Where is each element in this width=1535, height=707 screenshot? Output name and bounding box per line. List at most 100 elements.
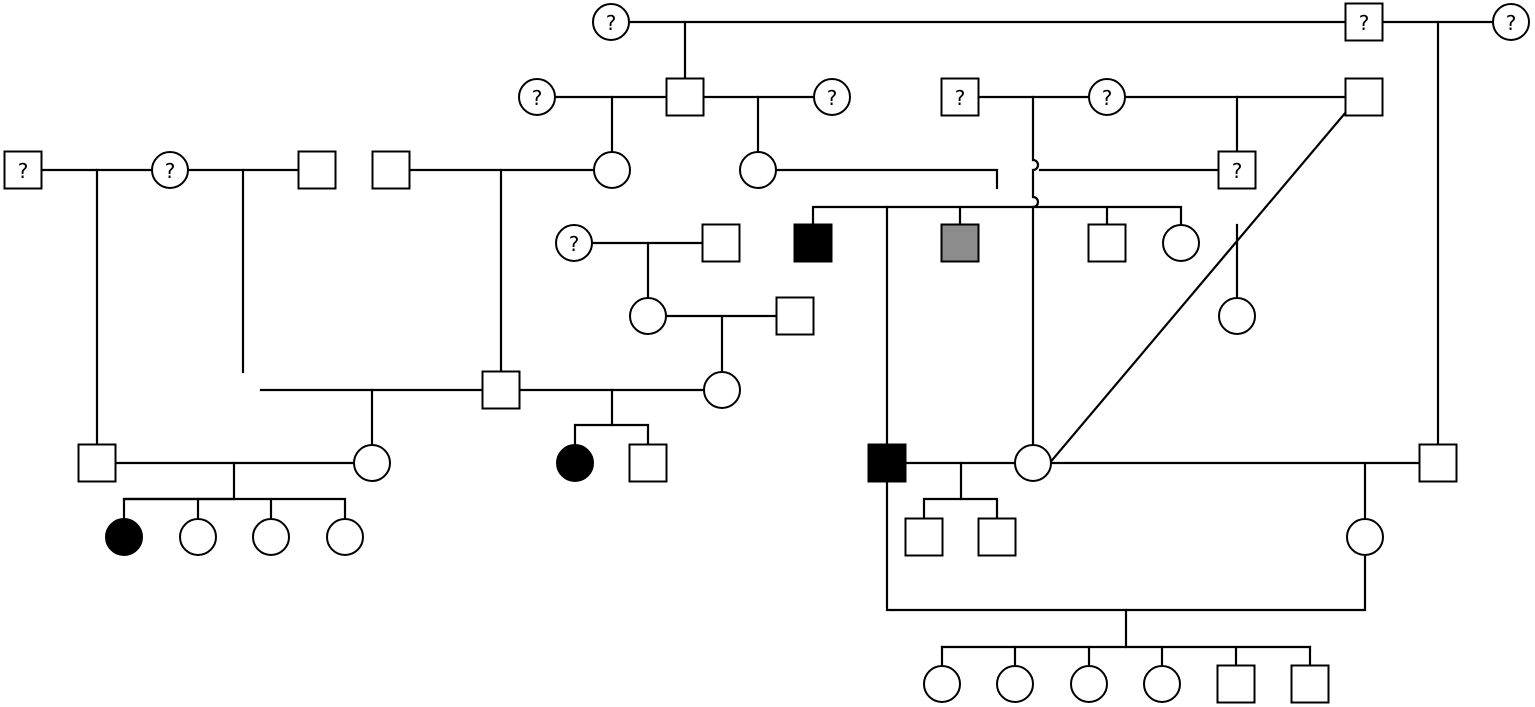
male-square <box>77 443 117 483</box>
individual-female-unknown: ? <box>592 3 630 41</box>
individual-male-unaffected <box>297 150 337 190</box>
female-circle <box>151 151 189 189</box>
male-square <box>940 223 980 263</box>
male-square <box>977 517 1017 557</box>
relationship-line <box>122 461 236 521</box>
unknown-status-mark: ? <box>18 159 29 183</box>
male-square <box>297 150 337 190</box>
individual-female-unknown: ? <box>151 151 189 189</box>
unknown-status-mark: ? <box>569 232 580 256</box>
female-circle <box>703 371 741 409</box>
relationship-line <box>774 168 999 190</box>
relationship-line <box>1031 95 1040 447</box>
individual-male-unaffected <box>1216 664 1256 704</box>
individual-female-unaffected <box>1014 444 1052 482</box>
individual-female-affected <box>105 518 143 556</box>
relationship-line <box>885 480 1367 612</box>
male-square <box>665 77 705 117</box>
relationship-line <box>610 423 650 446</box>
individual-male-unaffected <box>665 77 705 117</box>
unknown-status-mark: ? <box>606 11 617 35</box>
relationship-lines <box>39 20 1495 668</box>
individual-male-unaffected <box>77 443 117 483</box>
female-circle <box>1218 297 1256 335</box>
individual-female-unaffected <box>996 665 1034 703</box>
female-circle <box>326 518 364 556</box>
individual-female-unknown: ? <box>518 78 556 116</box>
male-square <box>793 223 833 263</box>
individual-female-unknown: ? <box>1492 3 1530 41</box>
female-circle <box>1014 444 1052 482</box>
individual-female-unaffected <box>1070 665 1108 703</box>
female-circle <box>555 224 593 262</box>
individual-male-unaffected <box>904 517 944 557</box>
unknown-status-mark: ? <box>827 86 838 110</box>
individual-female-unknown: ? <box>1088 78 1126 116</box>
individual-female-unaffected <box>923 665 961 703</box>
unknown-status-mark: ? <box>1102 86 1113 110</box>
individual-male-unaffected <box>701 223 741 263</box>
individual-male-affected <box>867 443 907 483</box>
male-square <box>1217 150 1257 190</box>
male-square <box>628 443 668 483</box>
individual-male-unaffected <box>628 443 668 483</box>
relationship-line <box>122 497 347 521</box>
unknown-status-mark: ? <box>165 159 176 183</box>
female-circle <box>629 297 667 335</box>
individual-female-unaffected <box>739 151 777 189</box>
individual-male-affected <box>793 223 833 263</box>
relationship-line <box>573 388 614 447</box>
female-circle <box>1143 665 1181 703</box>
unknown-status-mark: ? <box>1359 11 1370 35</box>
female-circle <box>1492 3 1530 41</box>
individual-male-unknown: ? <box>1217 150 1257 190</box>
female-circle <box>353 444 391 482</box>
male-square <box>1418 443 1458 483</box>
unknown-status-mark: ? <box>1506 11 1517 35</box>
male-square <box>775 296 815 336</box>
individual-male-unaffected <box>371 150 411 190</box>
female-circle <box>1346 518 1384 556</box>
individual-female-unaffected <box>1162 224 1200 262</box>
individual-symbols: ??????????? <box>3 2 1530 704</box>
individual-male-carrier <box>940 223 980 263</box>
female-circle <box>252 518 290 556</box>
individual-female-unaffected <box>629 297 667 335</box>
female-circle <box>179 518 217 556</box>
individual-male-unaffected <box>481 370 521 410</box>
unknown-status-mark: ? <box>1232 159 1243 183</box>
individual-female-unaffected <box>1346 518 1384 556</box>
male-square <box>481 370 521 410</box>
male-square <box>1344 2 1384 42</box>
male-square <box>701 223 741 263</box>
individual-female-unknown: ? <box>813 78 851 116</box>
male-square <box>1344 77 1384 117</box>
individual-female-affected <box>556 444 594 482</box>
individual-male-unaffected <box>1344 77 1384 117</box>
individual-female-unaffected <box>593 151 631 189</box>
female-circle <box>813 78 851 116</box>
individual-male-unaffected <box>1418 443 1458 483</box>
individual-male-unaffected <box>977 517 1017 557</box>
female-circle <box>105 518 143 556</box>
individual-male-unknown: ? <box>1344 2 1384 42</box>
male-square <box>371 150 411 190</box>
male-square <box>1290 664 1330 704</box>
individual-female-unaffected <box>353 444 391 482</box>
individual-male-unaffected <box>1087 223 1127 263</box>
unknown-status-mark: ? <box>955 86 966 110</box>
male-square <box>3 150 43 190</box>
male-square <box>940 77 980 117</box>
individual-female-unaffected <box>326 518 364 556</box>
female-circle <box>923 665 961 703</box>
relationship-line <box>1046 110 1348 467</box>
individual-female-unknown: ? <box>555 224 593 262</box>
female-circle <box>593 151 631 189</box>
individual-female-unaffected <box>179 518 217 556</box>
individual-female-unaffected <box>1218 297 1256 335</box>
relationship-line <box>959 497 999 520</box>
female-circle <box>1162 224 1200 262</box>
female-circle <box>996 665 1034 703</box>
individual-female-unaffected <box>703 371 741 409</box>
male-square <box>1087 223 1127 263</box>
